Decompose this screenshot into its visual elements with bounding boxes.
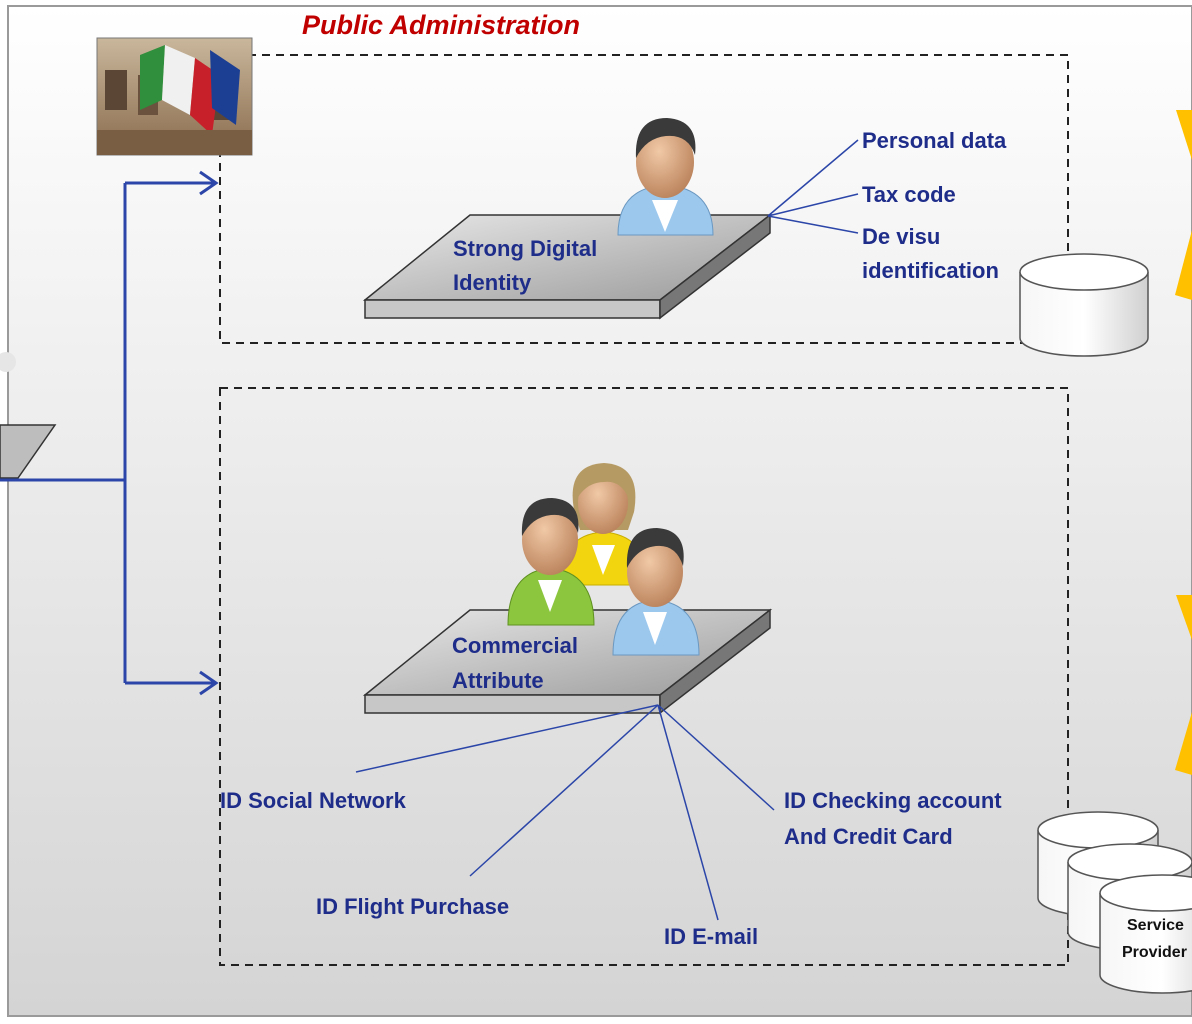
commercial-id-lines (355, 704, 775, 921)
attribute-personal-data: Personal data (862, 128, 1007, 153)
attribute-tax-code: Tax code (862, 182, 956, 207)
person-icon (617, 118, 714, 236)
id-checking-account-line1: ID Checking account (784, 788, 1002, 813)
page-title: Public Administration (302, 10, 580, 40)
identity-platform (362, 213, 773, 320)
attribute-de-visu: De visu (862, 224, 940, 249)
attribute-platform-label-1: Commercial (452, 633, 578, 658)
database-cylinder-icon (1099, 874, 1192, 994)
attribute-identification: identification (862, 258, 999, 283)
identity-platform-label-1: Strong Digital (453, 236, 597, 261)
right-accent-shapes (1175, 110, 1192, 775)
connector-arrows (0, 170, 219, 696)
service-provider-databases (1037, 811, 1192, 994)
id-email: ID E-mail (664, 924, 758, 949)
person-icon-woman (559, 463, 649, 586)
id-checking-account-line2: And Credit Card (784, 824, 953, 849)
building-flag-photo (96, 37, 253, 156)
database-cylinder-icon (1019, 253, 1149, 357)
left-sparkle (0, 352, 16, 372)
service-provider-label-2: Provider (1122, 944, 1187, 961)
id-flight-purchase: ID Flight Purchase (316, 894, 509, 919)
identity-dashed-box (219, 54, 1069, 344)
person-icon-blue (612, 528, 700, 656)
identity-platform-label-2: Identity (453, 270, 532, 295)
id-social-network: ID Social Network (220, 788, 407, 813)
attribute-dashed-box (219, 387, 1069, 966)
person-icon-green (507, 498, 595, 626)
identity-attribute-lines (767, 139, 859, 234)
service-provider-label-1: Service (1127, 917, 1184, 934)
attribute-platform-label-2: Attribute (452, 668, 544, 693)
person-group-icon (507, 463, 700, 656)
left-platform-fragment (0, 424, 57, 479)
